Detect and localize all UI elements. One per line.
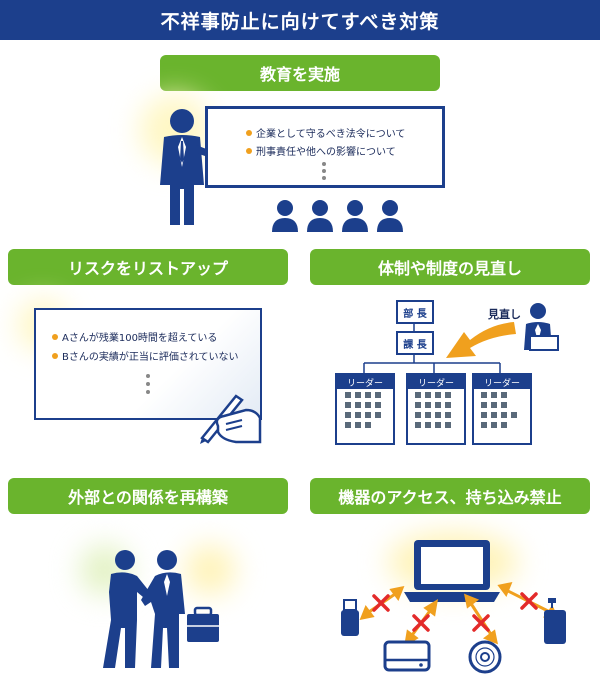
bullet-icon bbox=[246, 129, 252, 136]
leader-card: リーダー bbox=[406, 373, 466, 445]
usb-drive-icon bbox=[341, 599, 359, 636]
bullet-icon bbox=[52, 352, 58, 359]
reviewer-icon bbox=[524, 303, 559, 351]
member-grid-icon bbox=[345, 392, 517, 428]
manager-box: 部 長 bbox=[396, 300, 434, 324]
leader-card: リーダー bbox=[335, 373, 395, 445]
light-glow bbox=[185, 545, 235, 595]
external-drive-icon bbox=[544, 598, 566, 644]
ellipsis-icon bbox=[146, 374, 150, 394]
risk-item: Aさんが残業100時間を超えている bbox=[52, 329, 217, 344]
section-chief-box: 課 長 bbox=[396, 331, 434, 355]
ellipsis-icon bbox=[322, 162, 326, 180]
leader-card: リーダー bbox=[472, 373, 532, 445]
system-heading: 体制や制度の見直し bbox=[310, 249, 590, 285]
page-title: 不祥事防止に向けてすべき対策 bbox=[0, 0, 600, 40]
notepad bbox=[34, 308, 262, 420]
review-arrow-icon bbox=[446, 322, 516, 358]
risk-heading: リスクをリストアップ bbox=[8, 249, 288, 285]
storage-device-icon bbox=[383, 640, 431, 672]
education-item: 企業として守るべき法令について bbox=[246, 125, 405, 140]
education-heading: 教育を実施 bbox=[160, 55, 440, 91]
review-label: 見直し bbox=[488, 308, 521, 321]
handshake-icon bbox=[103, 550, 219, 668]
whiteboard bbox=[205, 106, 445, 188]
laptop-icon bbox=[404, 540, 500, 602]
org-chart-lines bbox=[363, 323, 501, 373]
writing-hand-icon bbox=[200, 394, 262, 444]
external-heading: 外部との関係を再構築 bbox=[8, 478, 288, 514]
devices-heading: 機器のアクセス、持ち込み禁止 bbox=[310, 478, 590, 514]
audience-icon bbox=[272, 200, 403, 232]
cd-disc-icon bbox=[468, 640, 502, 674]
bullet-icon bbox=[246, 147, 252, 154]
education-item: 刑事責任や他への影響について bbox=[246, 143, 396, 158]
bullet-icon bbox=[52, 333, 58, 340]
risk-item: Bさんの実績が正当に評価されていない bbox=[52, 348, 239, 363]
